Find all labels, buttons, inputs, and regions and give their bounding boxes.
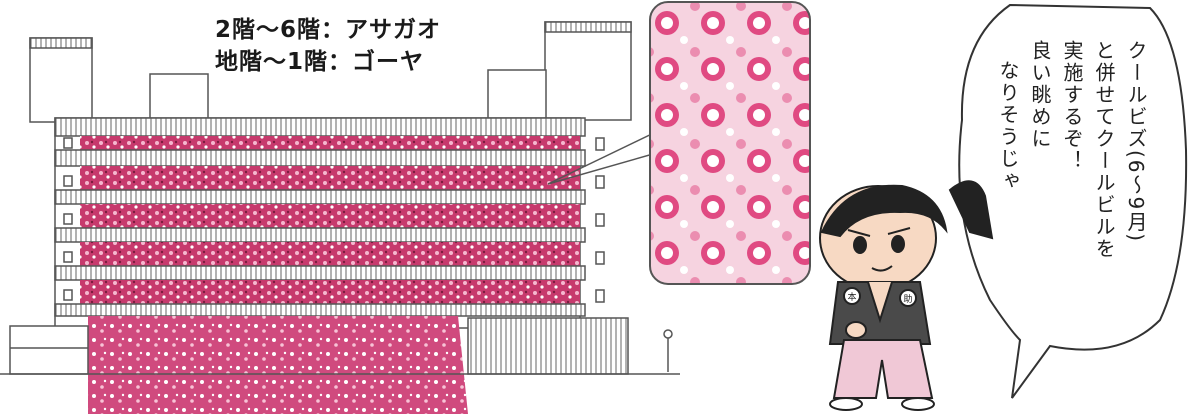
goya-curtain bbox=[88, 316, 468, 414]
crest-left: 本 bbox=[847, 291, 856, 303]
left-tower bbox=[29, 37, 93, 123]
speech-line-2: と併せてクールビルを bbox=[1092, 40, 1116, 260]
floor-bands bbox=[54, 117, 586, 317]
speech-line-5: なりそうじゃ bbox=[996, 60, 1020, 192]
speech-line-3: 実施するぞ！ bbox=[1060, 40, 1084, 172]
crest-right: 助 bbox=[903, 293, 912, 305]
caption-morning-glory: 2階～6階：アサガオ bbox=[215, 17, 442, 43]
flower-zoom-bubble bbox=[547, 1, 811, 285]
side-windows bbox=[63, 137, 605, 303]
caption-goya: 地階～1階：ゴーヤ bbox=[215, 49, 425, 75]
speech-bubble bbox=[958, 3, 1188, 399]
right-tower bbox=[544, 21, 632, 121]
building-elevation bbox=[0, 21, 680, 414]
speech-line-4: 良い眺めに bbox=[1028, 40, 1052, 150]
speech-line-1: クールビズ(6～9月) bbox=[1124, 40, 1148, 244]
samurai-character bbox=[819, 180, 994, 411]
